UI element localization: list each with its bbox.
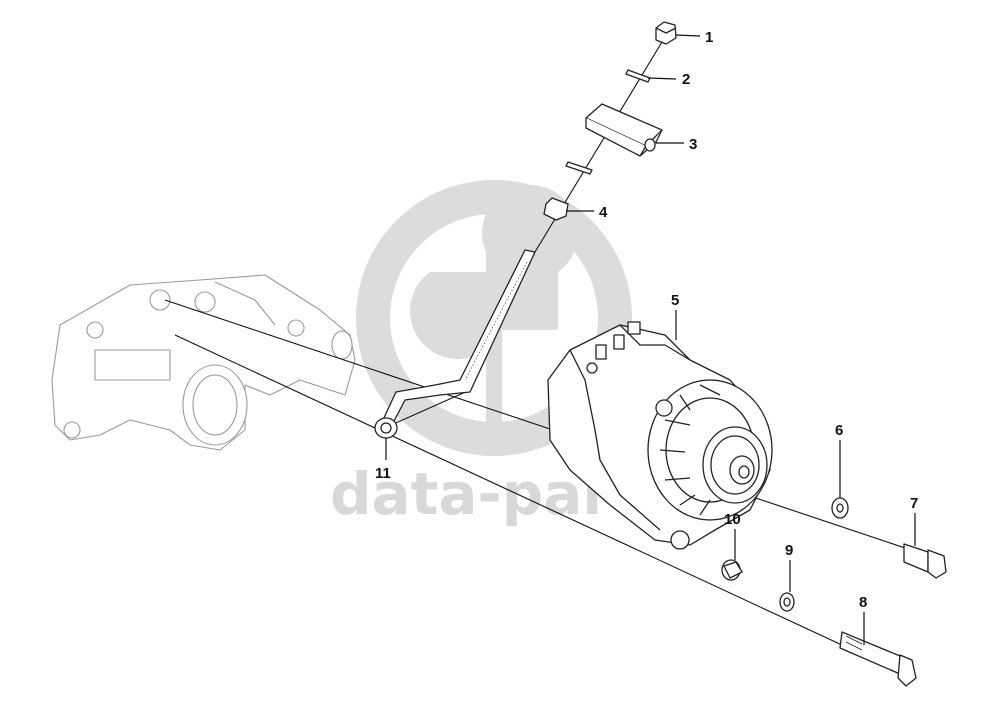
callout-3: 3 <box>656 136 697 153</box>
part-2-washer <box>625 69 651 83</box>
callout-label-1: 1 <box>705 29 713 46</box>
callout-label-2: 2 <box>682 71 690 88</box>
callout-11: 11 <box>375 438 391 482</box>
part-7-bolt <box>903 543 947 579</box>
part-1-nut <box>655 21 677 45</box>
callout-label-10: 10 <box>724 511 741 528</box>
part-8-long-bolt <box>839 631 917 687</box>
callout-label-8: 8 <box>859 594 867 611</box>
callout-label-9: 9 <box>785 542 793 559</box>
part-washer-small <box>565 161 593 175</box>
mounting-bracket <box>51 274 356 451</box>
callouts: 1 2 3 4 5 6 7 8 <box>375 29 918 645</box>
callout-2: 2 <box>647 71 690 88</box>
callout-10: 10 <box>724 511 741 560</box>
callout-label-6: 6 <box>835 422 843 439</box>
callout-label-4: 4 <box>599 204 608 221</box>
part-11-bushing <box>374 417 398 439</box>
callout-label-7: 7 <box>910 495 918 512</box>
part-10-spacer <box>721 559 743 581</box>
part-3-spacer-block <box>585 103 663 157</box>
callout-7: 7 <box>910 495 918 546</box>
callout-6: 6 <box>835 422 843 498</box>
part-4-sleeve-nut <box>543 197 569 221</box>
callout-9: 9 <box>785 542 793 592</box>
part-5-alternator <box>547 321 773 550</box>
callout-label-5: 5 <box>671 292 679 309</box>
part-9-washer <box>779 592 795 612</box>
callout-1: 1 <box>675 29 713 46</box>
callout-label-11: 11 <box>375 465 391 482</box>
callout-label-3: 3 <box>689 136 697 153</box>
callout-5: 5 <box>671 292 679 340</box>
callout-4: 4 <box>566 204 608 221</box>
part-6-washer <box>831 497 849 519</box>
callout-8: 8 <box>859 594 867 645</box>
